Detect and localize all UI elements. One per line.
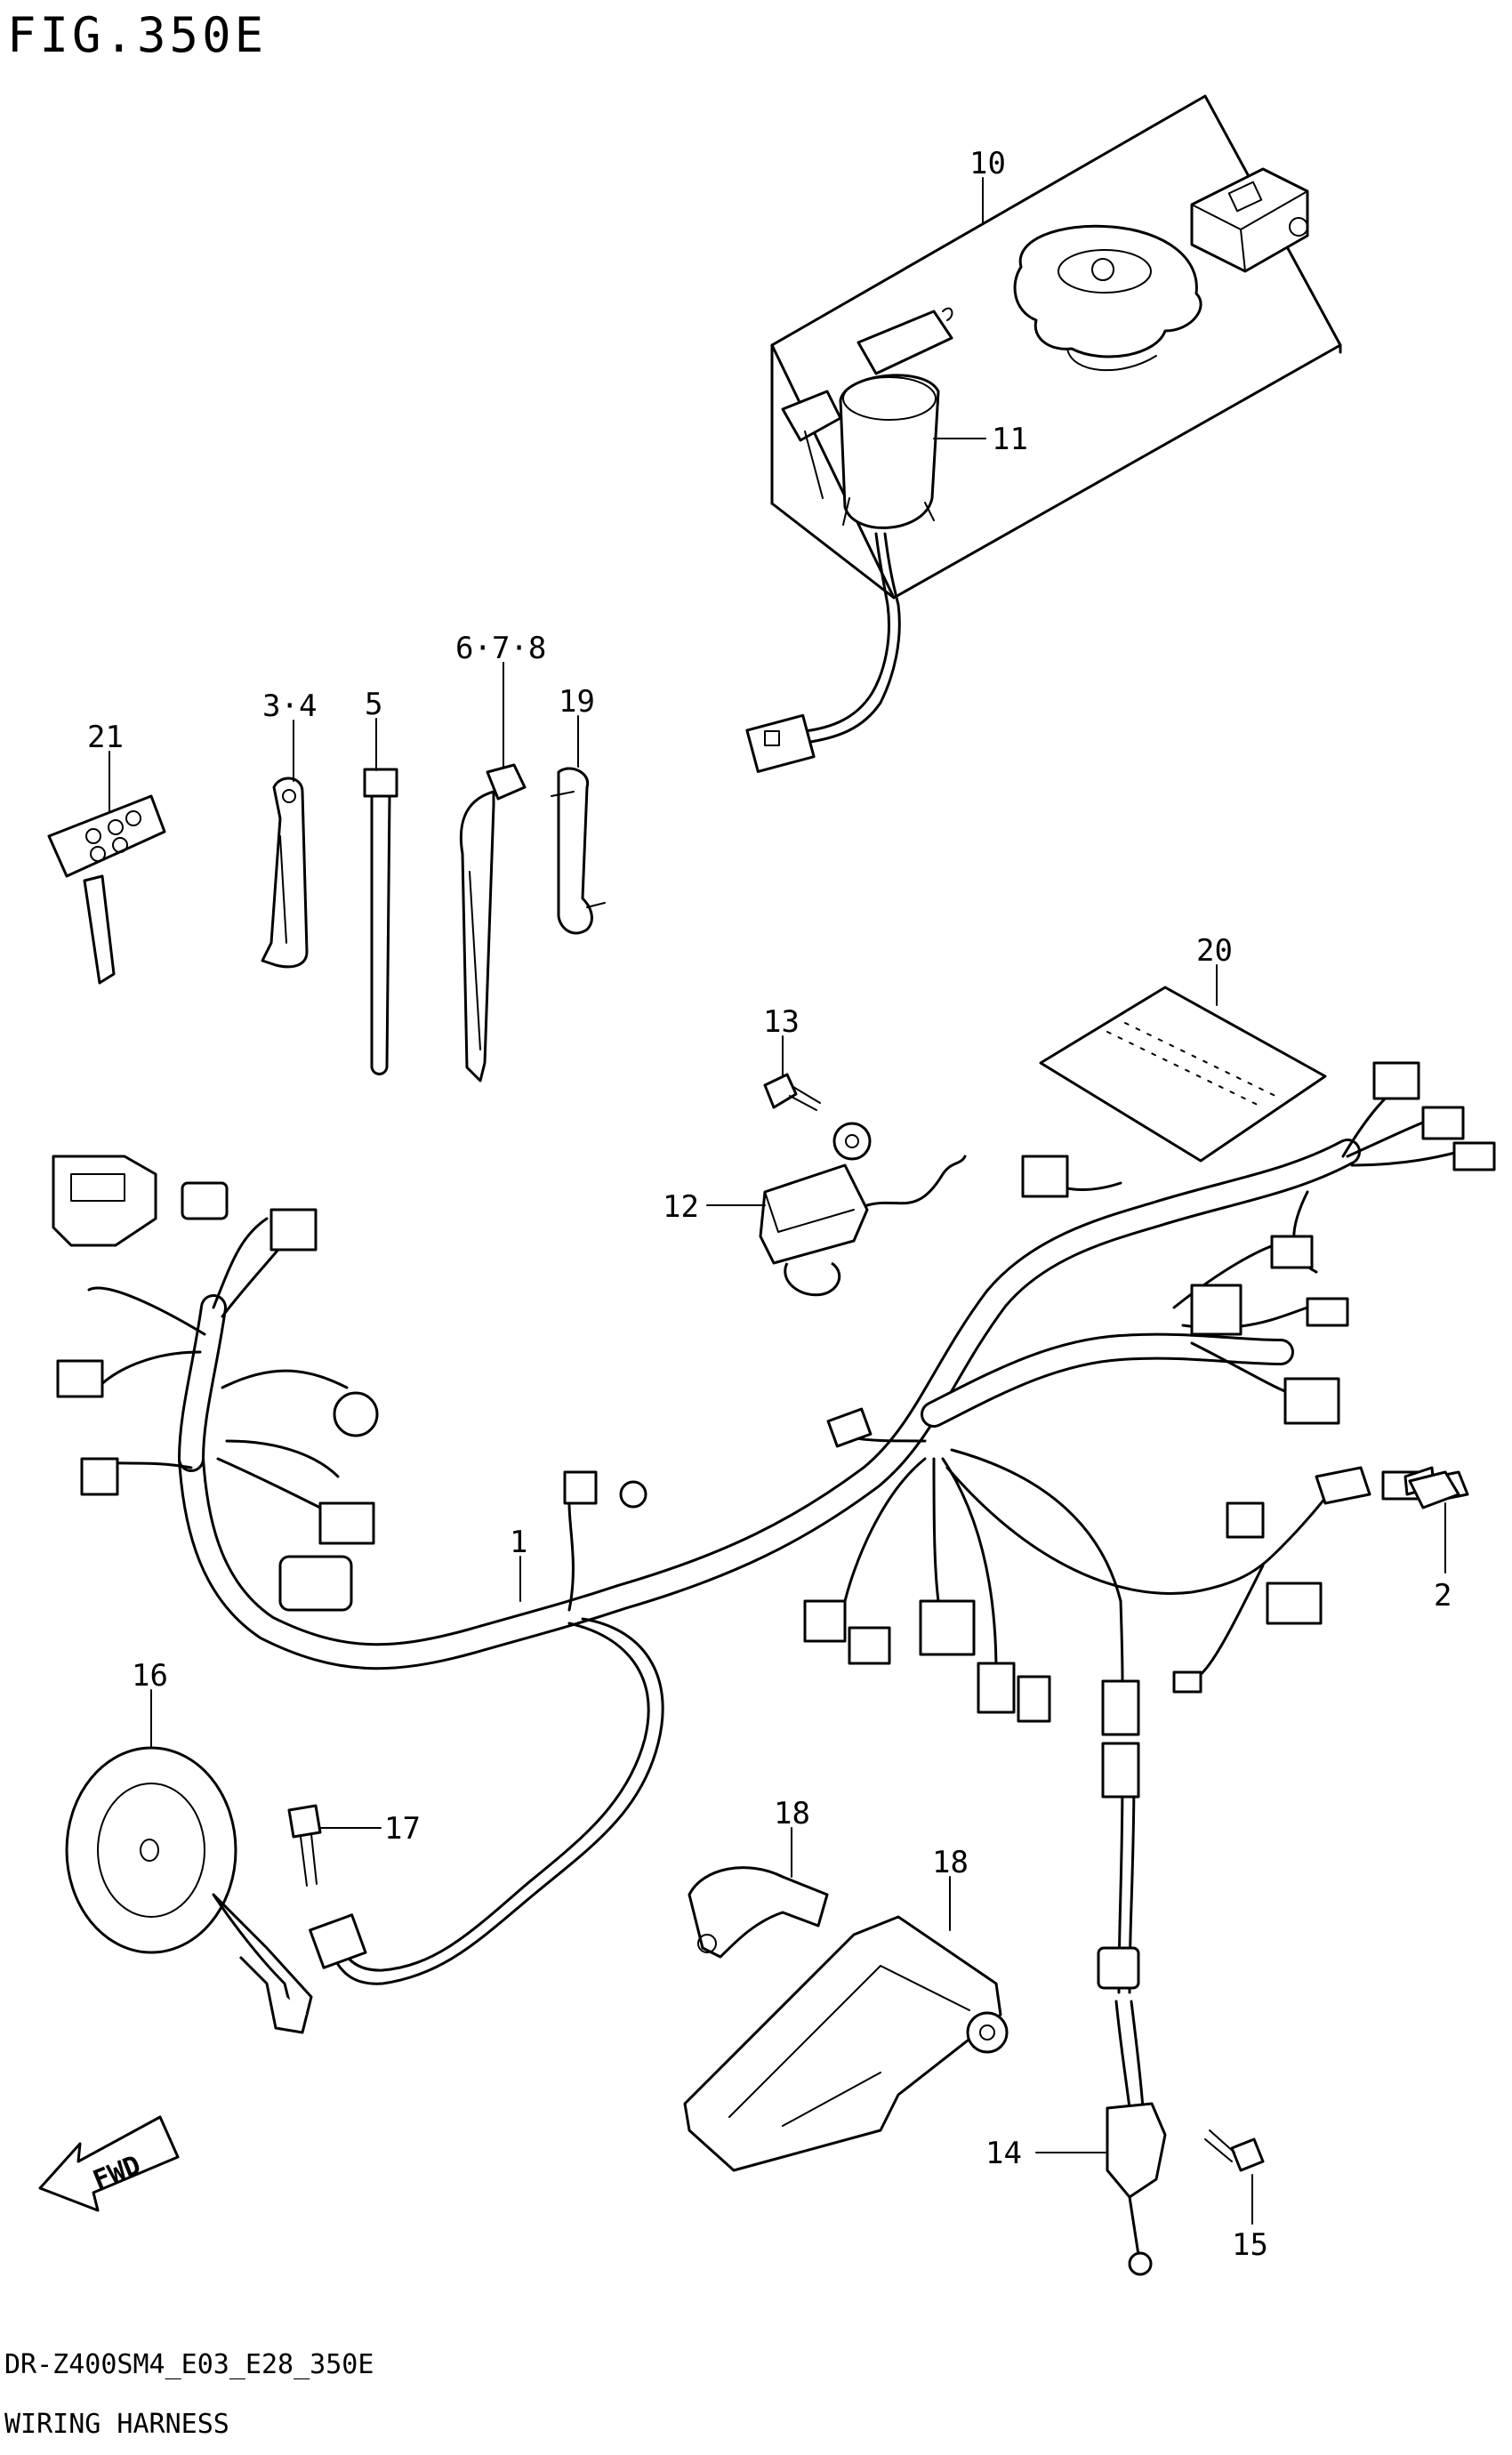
callout-13: 14 [985,2136,1022,2171]
horn-15 [65,1746,313,2034]
callout-1: 1 [510,1525,527,1560]
callout-10: 11 [992,422,1028,457]
callout-20: 20 [1196,933,1233,969]
callout-17: 18 [774,1796,810,1831]
callout-9: 10 [969,146,1006,181]
main-wiring-harness-1 [87,1079,1460,2110]
cover-17 [688,1866,829,1959]
model-code: DR-Z400SM4_E03_E28_350E [4,2349,374,2380]
switch-11 [759,1122,967,1297]
callout-19: 19 [559,684,595,720]
bolt-16 [287,1804,322,1887]
forward-direction-arrow: FWD [38,2115,180,2212]
callout-15: 16 [132,1658,168,1694]
bracket-18 [683,1915,1009,2172]
callout-18: 18 [932,1845,969,1880]
clamp-19 [551,767,606,935]
connector-block [1190,167,1309,273]
callout-12: 13 [763,1004,800,1040]
callout-3-4: 3·4 [262,688,317,724]
key-blank-21 [47,794,166,985]
figure-name: WIRING HARNESS [4,2409,229,2440]
clamp-6-7-8 [459,763,527,1083]
callout-21: 21 [87,720,124,755]
ignition-switch-set-9 [745,94,1342,773]
fuse-2 [1408,1470,1460,1509]
callout-14: 15 [1232,2227,1268,2263]
harness-connectors [52,1061,1496,1990]
screw-12 [763,1073,821,1111]
fuel-cap [1013,224,1202,372]
callout-labels: 10 11 21 3·4 5 6·7·8 19 20 13 12 2 1 16 … [87,146,1452,2263]
cable-tie-5 [363,768,398,1075]
ignition-switch-10 [745,307,953,773]
figure-title: FIG.350E [7,7,267,63]
callout-6-7-8: 6·7·8 [455,631,546,666]
harness-sheet-20 [1039,986,1327,1163]
screw-14 [1204,2129,1265,2172]
callout-11: 12 [663,1189,699,1225]
callout-2: 2 [1434,1578,1452,1614]
band-3-4 [261,777,309,969]
horn-connector [309,1913,367,1969]
callout-16: 17 [384,1811,421,1847]
leader-lines [109,177,1446,2225]
sensor-13 [1106,2102,1167,2276]
callout-5: 5 [365,687,382,722]
